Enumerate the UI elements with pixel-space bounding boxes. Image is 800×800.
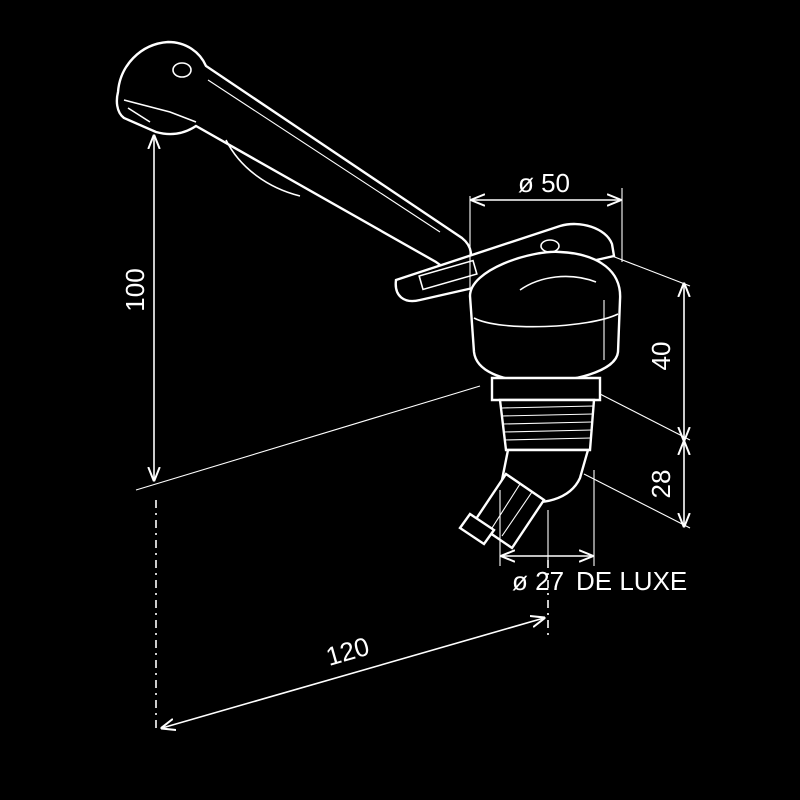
ext-28-bottom bbox=[583, 473, 691, 529]
spout-arm bbox=[115, 40, 473, 271]
spout-edge-line bbox=[207, 79, 441, 233]
threaded-shank bbox=[498, 398, 596, 452]
label-diameter-27: ø 27 bbox=[512, 566, 564, 596]
connector-line-1 bbox=[491, 483, 521, 529]
connector-line-2 bbox=[501, 491, 533, 537]
label-deluxe: DE LUXE bbox=[576, 566, 687, 596]
cartridge-top-curve bbox=[519, 275, 597, 291]
spout-underside bbox=[225, 139, 301, 197]
ext-40-top bbox=[611, 255, 691, 287]
cartridge-ring bbox=[473, 313, 619, 328]
label-height-100: 100 bbox=[120, 268, 150, 311]
label-diameter-50: ø 50 bbox=[518, 168, 570, 198]
aerator-line bbox=[127, 107, 151, 123]
faucet-outline bbox=[115, 40, 622, 550]
dimension-lines bbox=[154, 136, 684, 728]
spout-hole bbox=[172, 62, 192, 78]
ext-40-bottom bbox=[599, 393, 691, 441]
lever-slot bbox=[418, 259, 478, 291]
dim-line-120 bbox=[162, 618, 544, 728]
label-height-40: 40 bbox=[646, 342, 676, 371]
dimension-labels: 100 ø 50 40 28 ø 27 DE LUXE 120 bbox=[120, 168, 687, 672]
thread-lines bbox=[501, 405, 595, 441]
label-height-28: 28 bbox=[646, 470, 676, 499]
hose-nipple bbox=[458, 512, 496, 546]
label-length-120: 120 bbox=[323, 631, 373, 672]
collar bbox=[490, 376, 602, 402]
cartridge-head bbox=[468, 250, 622, 384]
base-reference-line bbox=[135, 385, 481, 491]
reference-lines bbox=[135, 188, 691, 728]
spout-highlight bbox=[123, 99, 197, 123]
